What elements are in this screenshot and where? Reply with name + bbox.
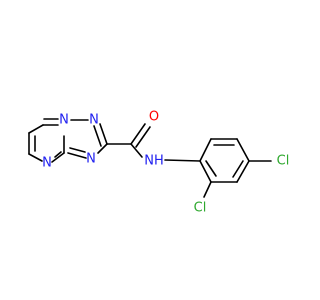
bond bbox=[93, 125, 102, 147]
bond bbox=[236, 138, 250, 162]
bond bbox=[51, 152, 65, 163]
atom-label-n-triazole-top: N bbox=[89, 113, 99, 128]
bond bbox=[69, 147, 86, 153]
bond bbox=[236, 160, 250, 183]
bond bbox=[67, 152, 87, 159]
atom-label-cl-ortho: Cl bbox=[194, 201, 207, 216]
atom-label-carbonyl-oxygen: O bbox=[149, 110, 159, 125]
atom-label-n-pyrimidine: N bbox=[42, 156, 52, 171]
bond bbox=[199, 160, 212, 183]
molecule-drawing: N N N N O NH Cl Cl bbox=[28, 110, 290, 216]
bond bbox=[99, 123, 108, 145]
structure-canvas: N N N N O NH Cl Cl bbox=[28, 109, 290, 216]
bond bbox=[28, 124, 44, 134]
bond bbox=[54, 151, 62, 158]
bond bbox=[130, 123, 146, 145]
atom-label-cl-para: Cl bbox=[277, 154, 290, 169]
bond bbox=[199, 138, 212, 162]
bond bbox=[97, 143, 108, 154]
bond bbox=[28, 153, 43, 162]
bond bbox=[164, 159, 201, 162]
bond bbox=[130, 143, 143, 158]
bond bbox=[203, 181, 212, 198]
atom-label-amide-nh: NH bbox=[144, 154, 164, 169]
bond bbox=[232, 160, 244, 178]
bond bbox=[135, 126, 151, 148]
atom-label-n-bridge: N bbox=[59, 113, 69, 128]
bond-lines bbox=[28, 118, 272, 198]
bond bbox=[205, 160, 217, 177]
atom-label-n-triazole-bottom: N bbox=[86, 152, 96, 167]
